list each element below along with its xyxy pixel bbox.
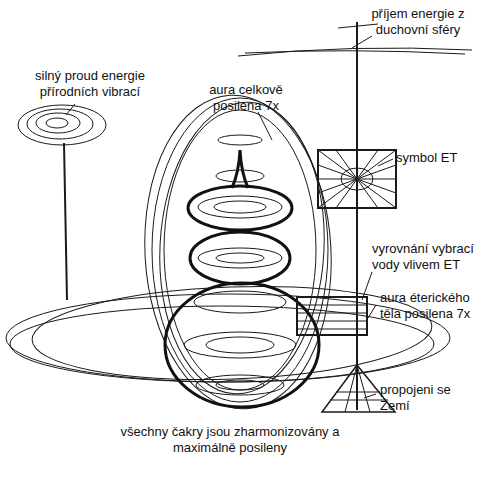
leader-line: [66, 104, 75, 115]
et-symbol-star: [318, 150, 396, 208]
egg-aura: [152, 98, 331, 398]
callout-label: příjem energie z duchovní sféry: [356, 6, 480, 38]
chakra-spiral: [196, 375, 284, 395]
egg-aura: [164, 110, 316, 390]
chakra-spiral: [184, 332, 296, 358]
nature-spiral: [27, 109, 93, 139]
chakra-spiral: [198, 248, 282, 268]
leader-line: [352, 36, 372, 48]
chakra-spiral: [216, 253, 264, 263]
et-symbol: [318, 150, 396, 208]
callout-label: silný proud energie přírodních vibrací: [22, 68, 158, 100]
et-symbol-star: [341, 168, 373, 190]
earth-triangle-lines: [330, 365, 388, 412]
horizontal-aura: [10, 306, 434, 382]
body-outline: [190, 232, 290, 284]
leader-line: [364, 394, 376, 398]
body-outline: [188, 186, 292, 230]
antenna-bar: [338, 24, 378, 28]
leader-line: [362, 272, 372, 300]
nature-spiral: [36, 113, 80, 133]
chakra-spiral: [198, 196, 282, 218]
leader-line: [378, 159, 393, 166]
chakra-spiral: [216, 380, 264, 390]
body-outline: [165, 283, 319, 407]
nature-pole: [64, 143, 67, 300]
energy-pole: [356, 22, 358, 410]
chakra-spiral: [194, 291, 286, 313]
nature-spiral: [18, 105, 106, 145]
callout-label: aura éterického těla posilena 7x: [380, 290, 472, 322]
callout-label: všechny čakry jsou zharmonizovány a maxi…: [98, 424, 362, 456]
chakra-spiral: [216, 170, 264, 182]
leader-line: [258, 112, 272, 140]
chakra-spiral: [214, 201, 266, 213]
body-spire: [232, 150, 248, 188]
antenna: [238, 48, 472, 56]
water-cylinder-lines: [297, 305, 367, 329]
leader-line: [368, 305, 376, 318]
egg-aura: [137, 90, 339, 413]
nature-spiral: [46, 118, 68, 128]
callout-label: aura celkově posilena 7x: [186, 82, 306, 114]
callout-label: vyrovnání vybrací vody vlivem ET: [372, 241, 488, 273]
water-cylinder: [297, 297, 367, 335]
horizontal-aura: [31, 280, 434, 386]
chakra-spiral: [218, 135, 262, 145]
callout-label: symbol ET: [396, 150, 482, 166]
antenna: [245, 51, 465, 54]
callout-label: propojeni se Zemí: [380, 382, 452, 414]
chakra-spiral: [206, 337, 274, 353]
